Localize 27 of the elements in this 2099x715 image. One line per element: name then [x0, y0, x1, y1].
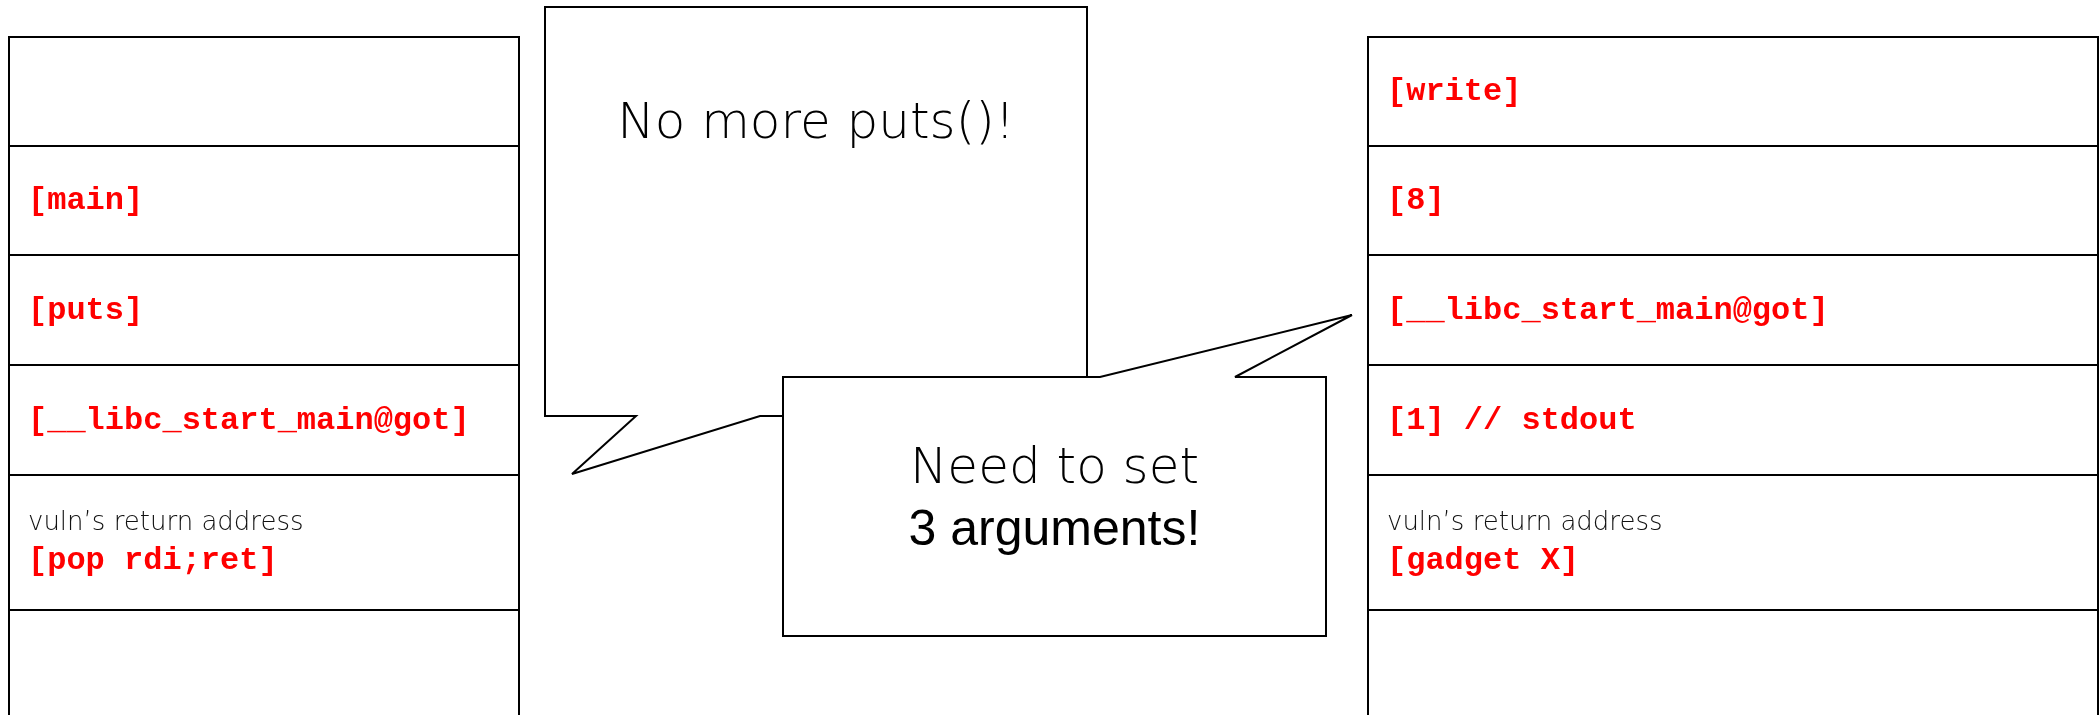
stack-slot: [8, 364, 520, 476]
stack-value: [__libc_start_main@got]: [1387, 291, 1830, 329]
speech-bubble: [783, 315, 1352, 636]
stack-value: [pop rdi;ret]: [28, 542, 279, 579]
stack-value: [write]: [1387, 73, 1523, 110]
stack-slot: [1367, 364, 2099, 476]
stack-slot: [1367, 36, 2099, 147]
stack-slot: [8, 609, 520, 715]
callout-text: Need to set: [909, 437, 1200, 495]
stack-value: [puts]: [28, 291, 145, 329]
stack-slot: [1367, 609, 2099, 715]
stack-value: [gadget X]: [1387, 542, 1581, 579]
slot-note: vuln’s return address: [28, 506, 305, 536]
stack-value: [1] // stdout: [1387, 401, 1638, 439]
stack-value: [main]: [28, 182, 145, 219]
stack-slot: [8, 254, 520, 366]
stack-slot: [8, 145, 520, 256]
slot-note: vuln’s return address: [1387, 506, 1664, 536]
callout-text: No more puts()!: [617, 92, 1015, 150]
stack-slot: [1367, 474, 2099, 611]
callout-text: 3 arguments!: [908, 499, 1201, 557]
stack-value: [8]: [1387, 182, 1446, 219]
stack-slot: [1367, 254, 2099, 366]
stack-value: [__libc_start_main@got]: [28, 401, 471, 439]
stack-slot: [8, 36, 520, 147]
stack-slot: [1367, 145, 2099, 256]
stack-slot: [8, 474, 520, 611]
